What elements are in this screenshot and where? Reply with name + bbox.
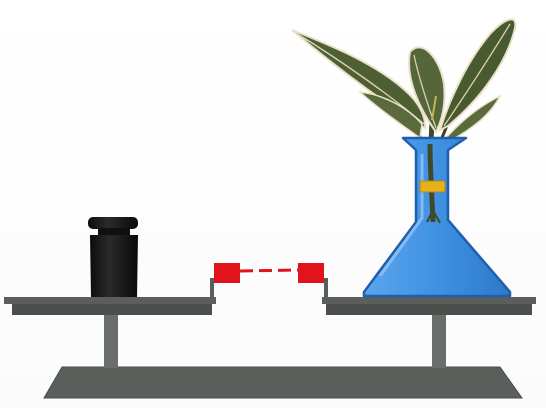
balance-base	[43, 366, 523, 399]
plant-icon	[291, 18, 517, 221]
flask-icon	[362, 136, 512, 298]
connector-icon	[214, 263, 324, 283]
right-post	[432, 314, 446, 368]
weight-icon	[88, 217, 138, 297]
right-pan	[322, 297, 536, 315]
left-pan	[4, 297, 216, 315]
left-post	[104, 314, 118, 368]
